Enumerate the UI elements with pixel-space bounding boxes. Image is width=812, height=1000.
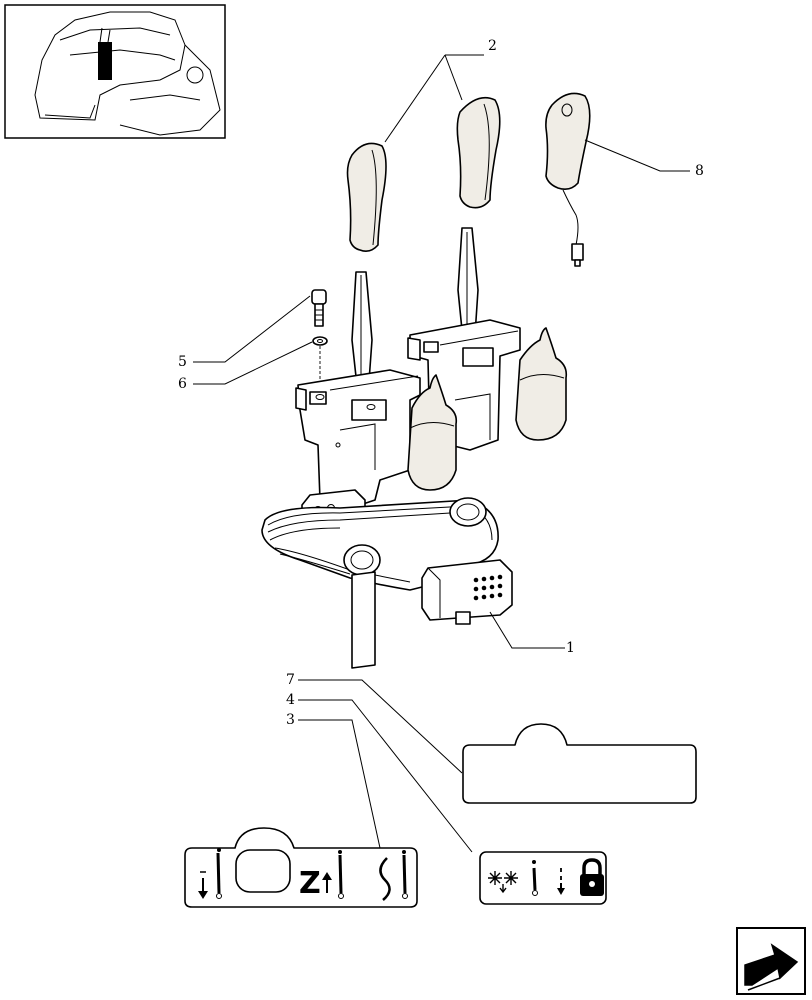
control-unit-front [295,369,458,506]
bolt [311,289,327,327]
callout-labels: 2 8 5 6 1 7 4 3 [178,38,704,728]
callout-6: 6 [178,376,187,392]
locator-thumbnail [4,4,226,139]
washer [312,336,328,346]
callout-2: 2 [488,38,497,54]
lever-knob-with-switch [545,92,591,267]
decal-lock-functions [479,851,607,905]
callout-3: 3 [286,712,295,728]
callout-1: 1 [566,640,575,656]
next-page-button[interactable] [736,927,806,995]
lever-knob-left [346,142,387,252]
leader-lines [193,54,690,853]
padlock-icon [580,858,604,896]
callout-7: 7 [286,672,295,688]
callout-8: 8 [695,163,704,179]
callout-5: 5 [178,354,187,370]
wiring-harness [261,497,513,669]
connector-pins [473,574,503,601]
decal-lever-functions: Z [184,827,418,908]
next-page-arrow-icon [744,943,799,991]
lever-knob-right [456,96,501,209]
decal-blank-label [462,723,697,804]
callout-4: 4 [286,692,295,708]
snowflake-icon [488,871,518,894]
z-float-symbol: Z [299,866,321,901]
